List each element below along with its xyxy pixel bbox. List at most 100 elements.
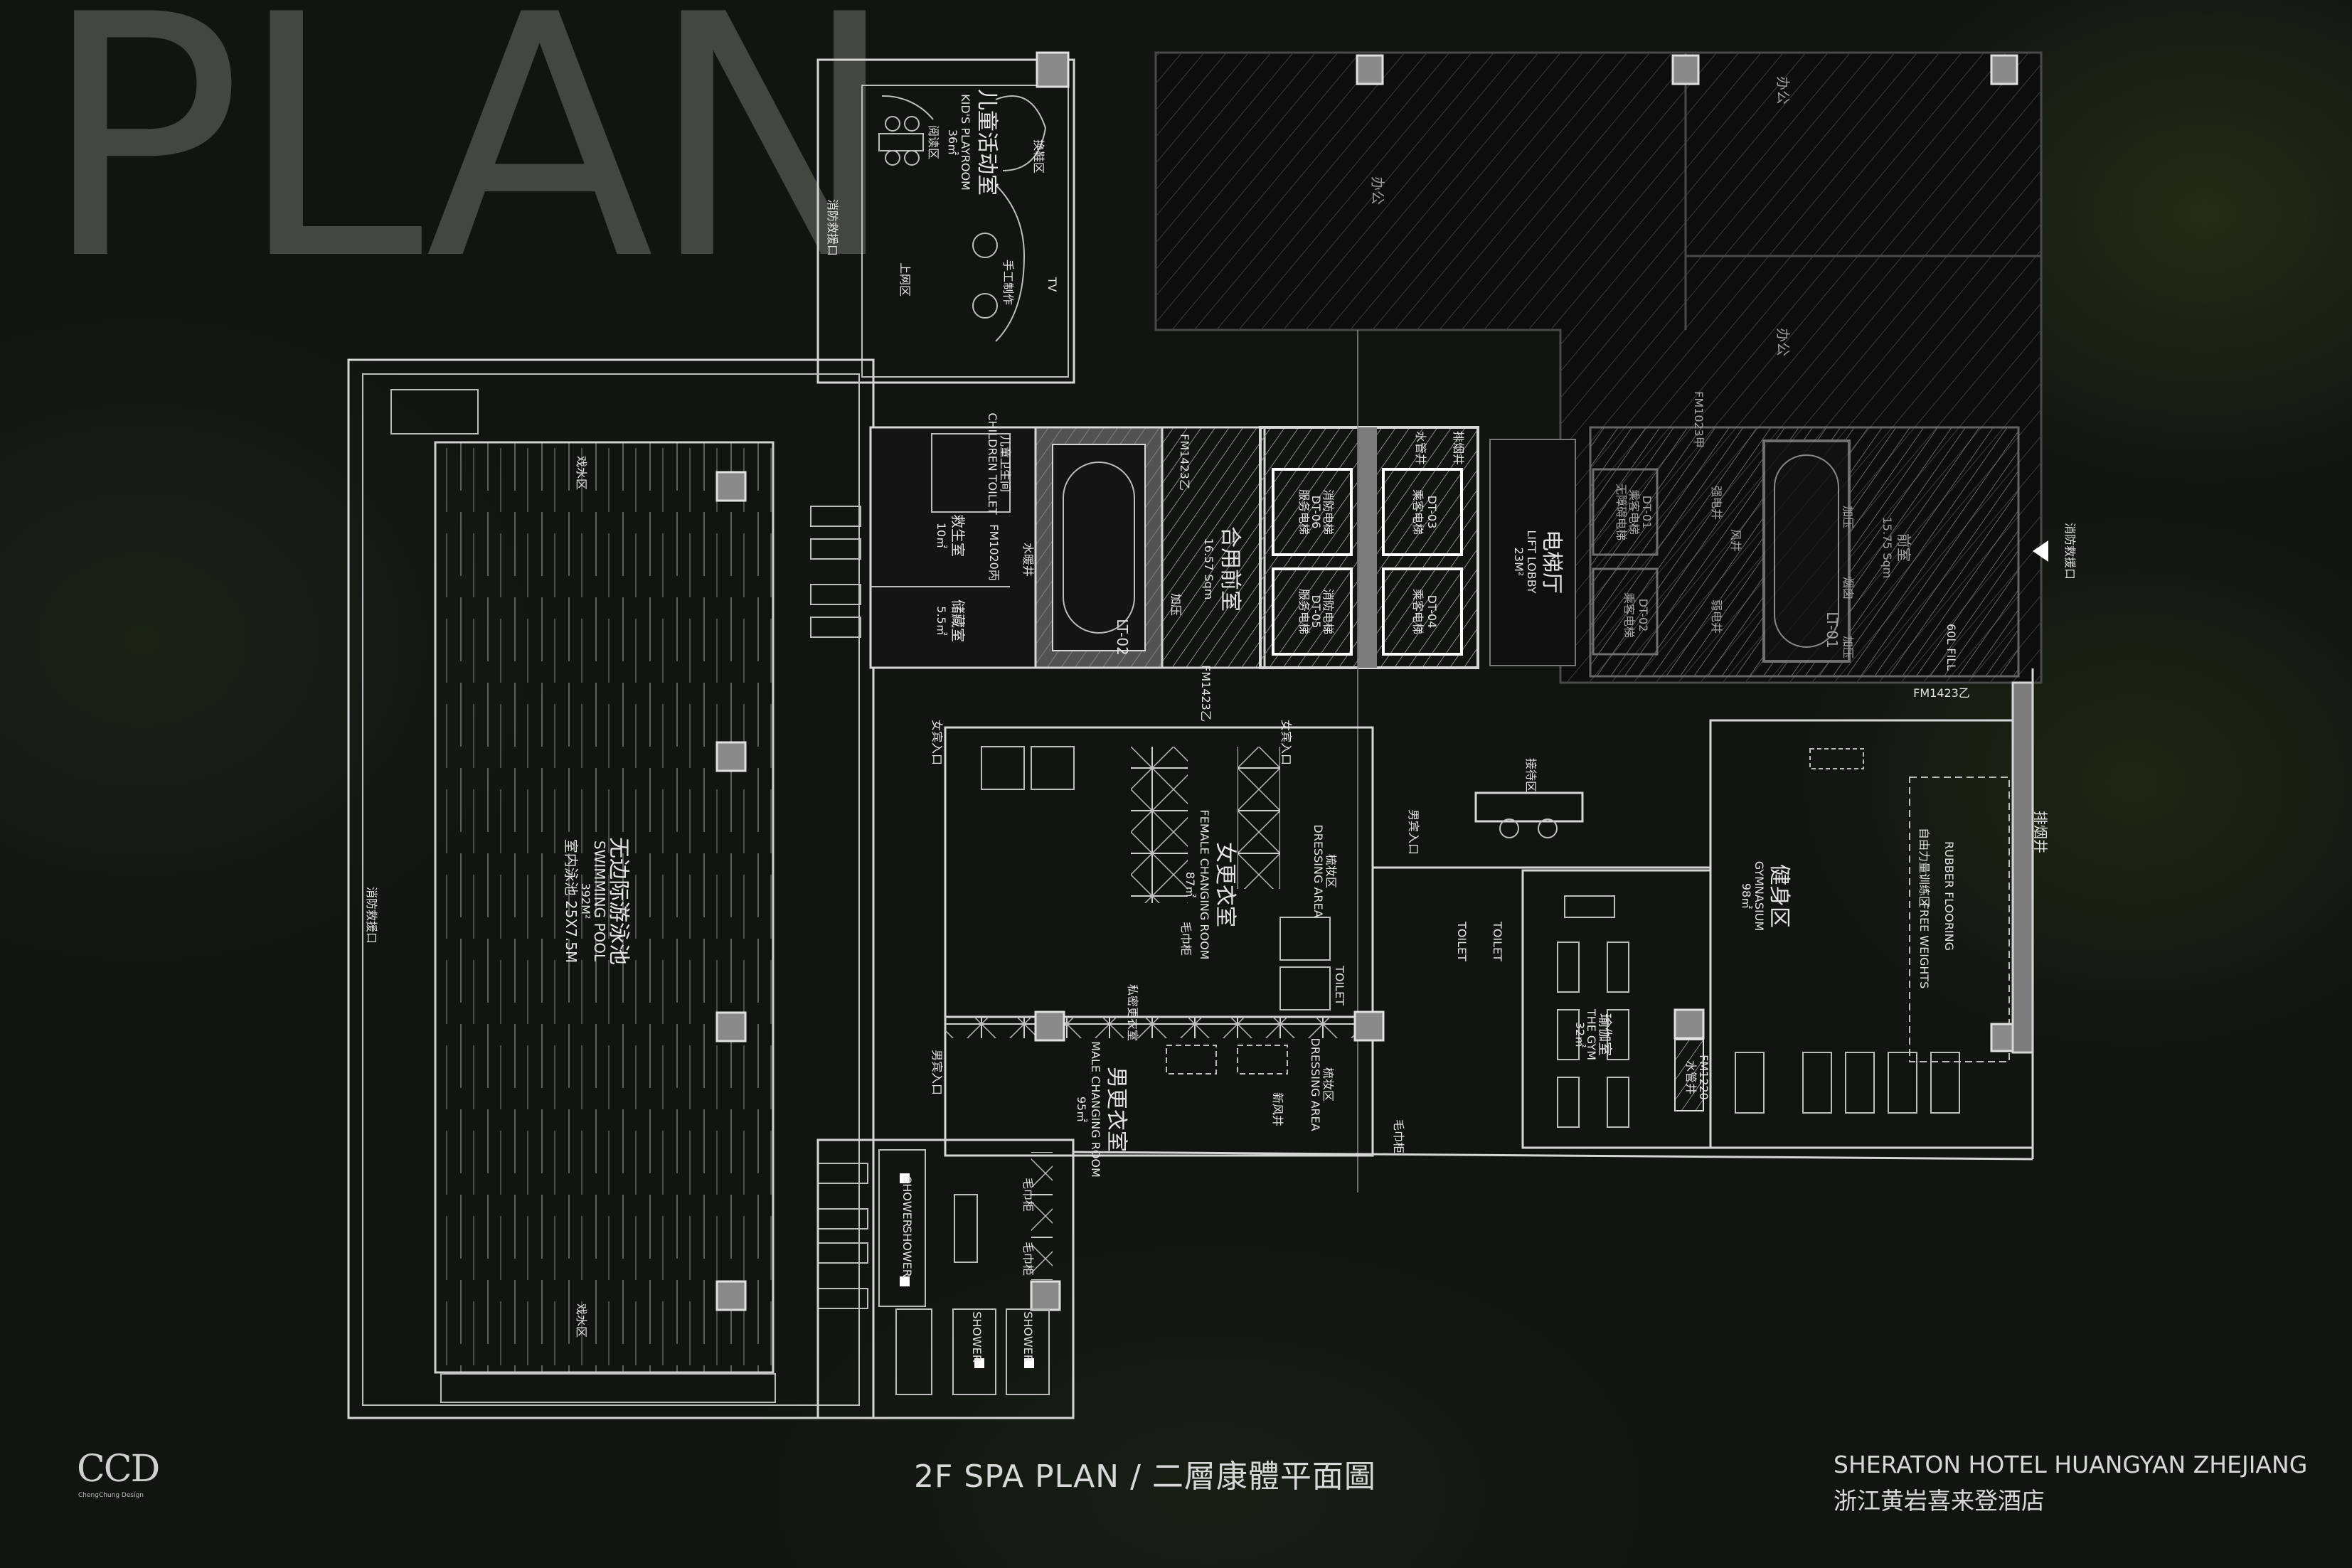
child-toilet-en: CHILDREN TOILET — [986, 412, 999, 515]
door-code: FM1220 — [1697, 1055, 1710, 1100]
changing-rooms: 女更衣室 FEMALE CHANGING ROOM 87㎡ 男更衣室 MALE … — [930, 720, 1504, 1178]
female-entry-label: 女宾入口 — [930, 720, 944, 765]
lift-type: 服务电梯 — [1297, 489, 1311, 535]
reception: 接待区 — [1373, 758, 1710, 869]
child-toilet-label: 儿童卫生间 — [999, 435, 1012, 492]
lift-type: 乘客电梯 — [1622, 592, 1636, 638]
gym-en: GYMNASIUM — [1752, 861, 1766, 931]
dressing-area-label: 梳妆区 — [1324, 854, 1338, 888]
kids-playroom-label: 儿童活动室 — [974, 89, 999, 196]
toilet-label: TOILET — [1333, 965, 1346, 1006]
spa-showers: SHOWER SHOWER SHOWER SHOWER 毛巾柜 毛巾柜 — [816, 1138, 1075, 1419]
tv-label: TV — [1045, 277, 1059, 292]
storage-label: 储藏室 — [949, 599, 967, 642]
fire-rescue-label: 消防救援口 — [365, 887, 378, 944]
fill-label: 60L FILL — [1944, 624, 1958, 671]
lifeguard-room-label: 救生室 — [949, 514, 967, 557]
male-changing-en: MALE CHANGING ROOM — [1089, 1041, 1102, 1178]
dressing-area-en: DRESSING AREA — [1309, 1038, 1322, 1131]
shower-label: SHOWER — [1021, 1311, 1035, 1362]
yoga-room: 瑜伽室 THE GYM 32㎡ FM1220 水管井 — [1521, 869, 1712, 1149]
free-weights-label: 自由力量训练区 — [1917, 828, 1931, 907]
male-entry-label: 男宾入口 — [1407, 809, 1420, 855]
core-right: DT-01 乘客电梯 无障碍电梯 DT-02 乘客电梯 强电井 风井 弱电井 L… — [1589, 391, 2020, 678]
pool-en: SWIMMING POOL — [591, 841, 608, 962]
lift-code: DT-01 — [1640, 496, 1654, 529]
shared-lobby-label: 合用前室 — [1218, 526, 1242, 612]
project-name-cn: 浙江黄岩喜来登酒店 — [1834, 1487, 2045, 1515]
office-label: 办公 — [1774, 76, 1792, 105]
lift-code: DT-03 — [1425, 496, 1439, 529]
female-changing-area: 87㎡ — [1183, 872, 1197, 897]
rescue-arrow-icon — [2033, 540, 2048, 562]
kids-playroom-area: 36㎡ — [946, 129, 959, 155]
shower-label: SHOWER — [900, 1226, 914, 1277]
office-label: 办公 — [1774, 328, 1792, 356]
air-shaft-label: 风井 — [1729, 529, 1742, 552]
door-code: FM1423乙 — [1199, 665, 1213, 722]
smoke-shaft-label: 排烟井 — [1452, 431, 1465, 465]
water-shaft-label: 水管井 — [1414, 431, 1427, 465]
rubber-flooring-label: RUBBER FLOORING — [1942, 841, 1956, 951]
lift-type: 无障碍电梯 — [1614, 484, 1628, 540]
lift-code: DT-05 — [1309, 595, 1323, 629]
stair-label: LT-02 — [1114, 619, 1131, 655]
lift-type: 乘客电梯 — [1411, 489, 1425, 535]
pressure-label: 加压 — [1841, 506, 1855, 528]
lifeguard-room-area: 10㎡ — [935, 523, 948, 548]
splash-zone-label: 戏水区 — [575, 1303, 588, 1338]
pressure-label: 加压 — [1169, 593, 1183, 616]
towel-cabinet-label: 毛巾柜 — [1021, 1178, 1035, 1212]
weak-shaft-label: 弱电井 — [1710, 599, 1723, 634]
pool-label: 无边际游泳池 — [606, 837, 631, 965]
ccd-logo-subtitle: ChengChung Design — [78, 1492, 144, 1499]
female-changing-en: FEMALE CHANGING ROOM — [1198, 810, 1211, 960]
male-changing-label: 男更衣室 — [1104, 1067, 1129, 1152]
reception-label: 接待区 — [1524, 758, 1538, 792]
shower-label: SHOWER — [970, 1311, 984, 1362]
page-heading: PLAN — [41, 0, 898, 333]
male-changing-area: 95㎡ — [1075, 1097, 1088, 1122]
lift-type: 乘客电梯 — [1411, 589, 1425, 634]
dressing-area-label: 梳妆区 — [1321, 1067, 1335, 1102]
flue-label: 烟囱 — [1841, 577, 1855, 599]
female-changing-label: 女更衣室 — [1213, 842, 1238, 927]
lift-lobby-area: 23M² — [1512, 548, 1526, 577]
pressure-label: 加压 — [1841, 636, 1855, 658]
yoga-area: 32㎡ — [1573, 1022, 1587, 1047]
swimming-pool: 无边际游泳池 SWIMMING POOL 392M² 室内泳池 25X7.5M … — [347, 358, 875, 1419]
office-label: 办公 — [1369, 176, 1386, 205]
yoga-en: THE GYM — [1585, 1008, 1598, 1060]
lift-type: 消防电梯 — [1321, 489, 1335, 535]
strong-shaft-label: 强电井 — [1710, 486, 1723, 520]
door-code: FM1020丙 — [987, 524, 1001, 581]
free-weights-en: FREE WEIGHTS — [1917, 903, 1931, 989]
splash-zone-label: 戏水区 — [575, 456, 588, 490]
door-code: FM1423乙 — [1178, 434, 1191, 491]
project-name-en: SHERATON HOTEL HUANGYAN ZHEJIANG — [1834, 1451, 2308, 1478]
gym-label: 健身区 — [1767, 864, 1792, 928]
front-room-label: 前室 — [1895, 533, 1912, 562]
lift-type: 消防电梯 — [1321, 589, 1335, 634]
kids-playroom: 儿童活动室 KID'S PLAYROOM 36㎡ 阅读区 换鞋区 上网区 手工制… — [816, 51, 1075, 384]
pool-size: 室内泳池 25X7.5M — [563, 839, 580, 964]
smoke-shaft-label: 排烟井 — [2032, 811, 2049, 853]
fire-rescue-label: 消防救援口 — [826, 199, 839, 256]
core-left: LT-02 合用前室 16.57 Sqm 加压 FM1423乙 FM1423乙 … — [1034, 426, 1576, 722]
shared-lobby-area: 16.57 Sqm — [1202, 538, 1215, 600]
kids-playroom-en: KID'S PLAYROOM — [959, 94, 972, 191]
private-changing-label: 私密更衣室 — [1126, 984, 1139, 1041]
yoga-label: 瑜伽室 — [1597, 1013, 1614, 1056]
toilet-label: TOILET — [1491, 921, 1504, 961]
door-code: FM1023甲 — [1692, 391, 1706, 448]
gym-area: 98㎡ — [1740, 883, 1753, 909]
male-entry-label: 男宾入口 — [930, 1050, 944, 1095]
fresh-air-shaft-label: 新风井 — [1271, 1092, 1284, 1126]
shower-label: SHOWER — [900, 1176, 914, 1227]
plan-title: 2F SPA PLAN / 二層康體平面圖 — [914, 1458, 1376, 1495]
door-code: FM1423乙 — [1913, 686, 1970, 700]
gymnasium: 健身区 GYMNASIUM 98㎡ 自由力量训练区 FREE WEIGHTS R… — [1709, 719, 2049, 1149]
lift-code: DT-04 — [1425, 595, 1439, 629]
ccd-logo: CCD — [77, 1448, 160, 1490]
